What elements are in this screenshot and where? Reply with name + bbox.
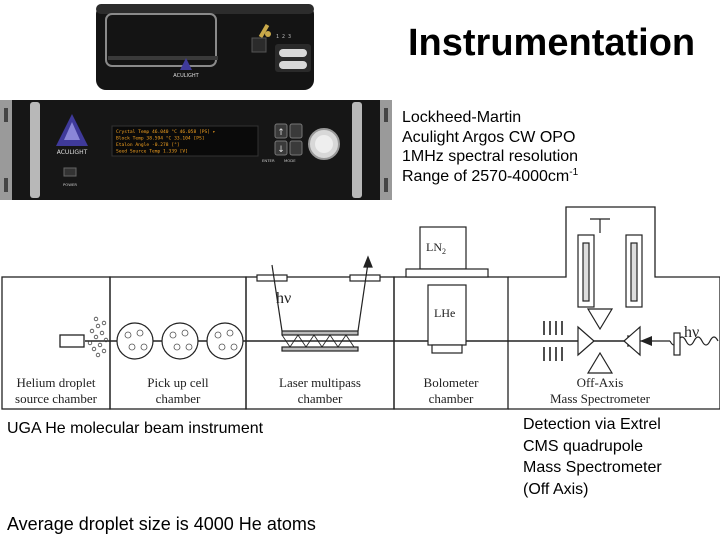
laser-specs: Lockheed-Martin Aculight Argos CW OPO 1M… bbox=[402, 108, 578, 186]
lcd-line-3: Etalon Angle -0.278 [°] bbox=[116, 142, 180, 148]
laser-controller: ACULIGHT POWER Crystal Temp 46.040 °C 46… bbox=[0, 100, 392, 200]
svg-text:↑: ↑ bbox=[277, 128, 285, 138]
chamber-label-multipass-1: Laser multipass bbox=[279, 375, 361, 390]
multipass-mirror-top bbox=[282, 331, 358, 335]
ms-electrode-left bbox=[578, 327, 594, 355]
spec-range-superscript: -1 bbox=[569, 167, 578, 178]
lcd-line-1: Crystal Temp 46.040 °C 46.058 [PS] ▸ bbox=[116, 129, 216, 135]
detection-description: Detection via Extrel CMS quadrupole Mass… bbox=[523, 414, 662, 500]
detection-line-1: Detection via Extrel bbox=[523, 414, 662, 436]
nozzle bbox=[60, 335, 84, 347]
laser-head-brand: ACULIGHT bbox=[173, 73, 199, 79]
chamber-label-bolometer-1: Bolometer bbox=[424, 375, 480, 390]
right-button-top[interactable] bbox=[290, 124, 302, 138]
power-label: POWER bbox=[63, 182, 77, 187]
ms-electrode-right bbox=[624, 327, 640, 355]
hv-left-label: hν bbox=[276, 290, 291, 307]
chamber-label-massspec-2: Mass Spectrometer bbox=[550, 391, 651, 406]
hv-right-label: hν bbox=[684, 324, 699, 341]
spec-resolution: 1MHz spectral resolution bbox=[402, 147, 578, 167]
ms-electrode-bottom bbox=[588, 353, 612, 373]
chamber-label-bolometer-2: chamber bbox=[429, 391, 474, 406]
chamber-label-pickup-1: Pick up cell bbox=[147, 375, 209, 390]
detection-line-4: (Off Axis) bbox=[523, 479, 662, 501]
droplet-spray bbox=[88, 317, 108, 357]
ms-electrode-top bbox=[588, 309, 612, 329]
multipass-mirror-bottom bbox=[282, 347, 358, 351]
apparatus-diagram: hν LN2 LHe hν Helium droplet source cham bbox=[0, 205, 720, 410]
svg-text:1 2 3: 1 2 3 bbox=[276, 34, 291, 40]
pickup-cell-1 bbox=[117, 323, 153, 359]
spec-range-text: Range of 2570-4000cm bbox=[402, 168, 569, 185]
mass-spec-chamber-box bbox=[508, 207, 720, 277]
chamber-label-source-2: source chamber bbox=[15, 391, 98, 406]
entrance-window bbox=[257, 275, 287, 281]
mass-spectrometer bbox=[578, 219, 642, 373]
droplet-size-caption: Average droplet size is 4000 He atoms bbox=[7, 514, 316, 535]
enter-label: ENTER bbox=[262, 158, 275, 163]
page-title: Instrumentation bbox=[408, 22, 695, 65]
detection-line-2: CMS quadrupole bbox=[523, 436, 662, 458]
pickup-cells bbox=[117, 323, 243, 359]
chamber-label-massspec-1: Off-Axis bbox=[577, 375, 624, 390]
mass-spec-hv bbox=[640, 333, 718, 355]
svg-text:↓: ↓ bbox=[277, 145, 285, 155]
chamber-label-multipass-2: chamber bbox=[298, 391, 343, 406]
chamber-label-source-1: Helium droplet bbox=[16, 375, 95, 390]
right-button-bottom[interactable] bbox=[290, 141, 302, 155]
chamber-label-pickup-2: chamber bbox=[156, 391, 201, 406]
detection-line-3: Mass Spectrometer bbox=[523, 457, 662, 479]
lhe-label: LHe bbox=[434, 306, 455, 320]
bolometer bbox=[406, 227, 488, 353]
lcd-line-2: Block Temp 38.594 °C 33.104 [PS] bbox=[116, 136, 205, 142]
controller-brand: ACULIGHT bbox=[57, 149, 88, 156]
instrument-caption: UGA He molecular beam instrument bbox=[7, 420, 263, 438]
laser-head: 1 2 3 ACULIGHT bbox=[96, 4, 314, 90]
spec-model: Aculight Argos CW OPO bbox=[402, 128, 578, 148]
laser-photo: 1 2 3 ACULIGHT ACULIGHT POWER Crystal Te… bbox=[0, 0, 400, 205]
lcd-line-4: Seed Source Temp 1.339 [V] bbox=[116, 149, 188, 155]
pickup-cell-2 bbox=[162, 323, 198, 359]
spec-manufacturer: Lockheed-Martin bbox=[402, 108, 578, 128]
mode-label: MODE bbox=[284, 158, 296, 163]
pickup-cell-3 bbox=[207, 323, 243, 359]
spec-range: Range of 2570-4000cm-1 bbox=[402, 167, 578, 187]
